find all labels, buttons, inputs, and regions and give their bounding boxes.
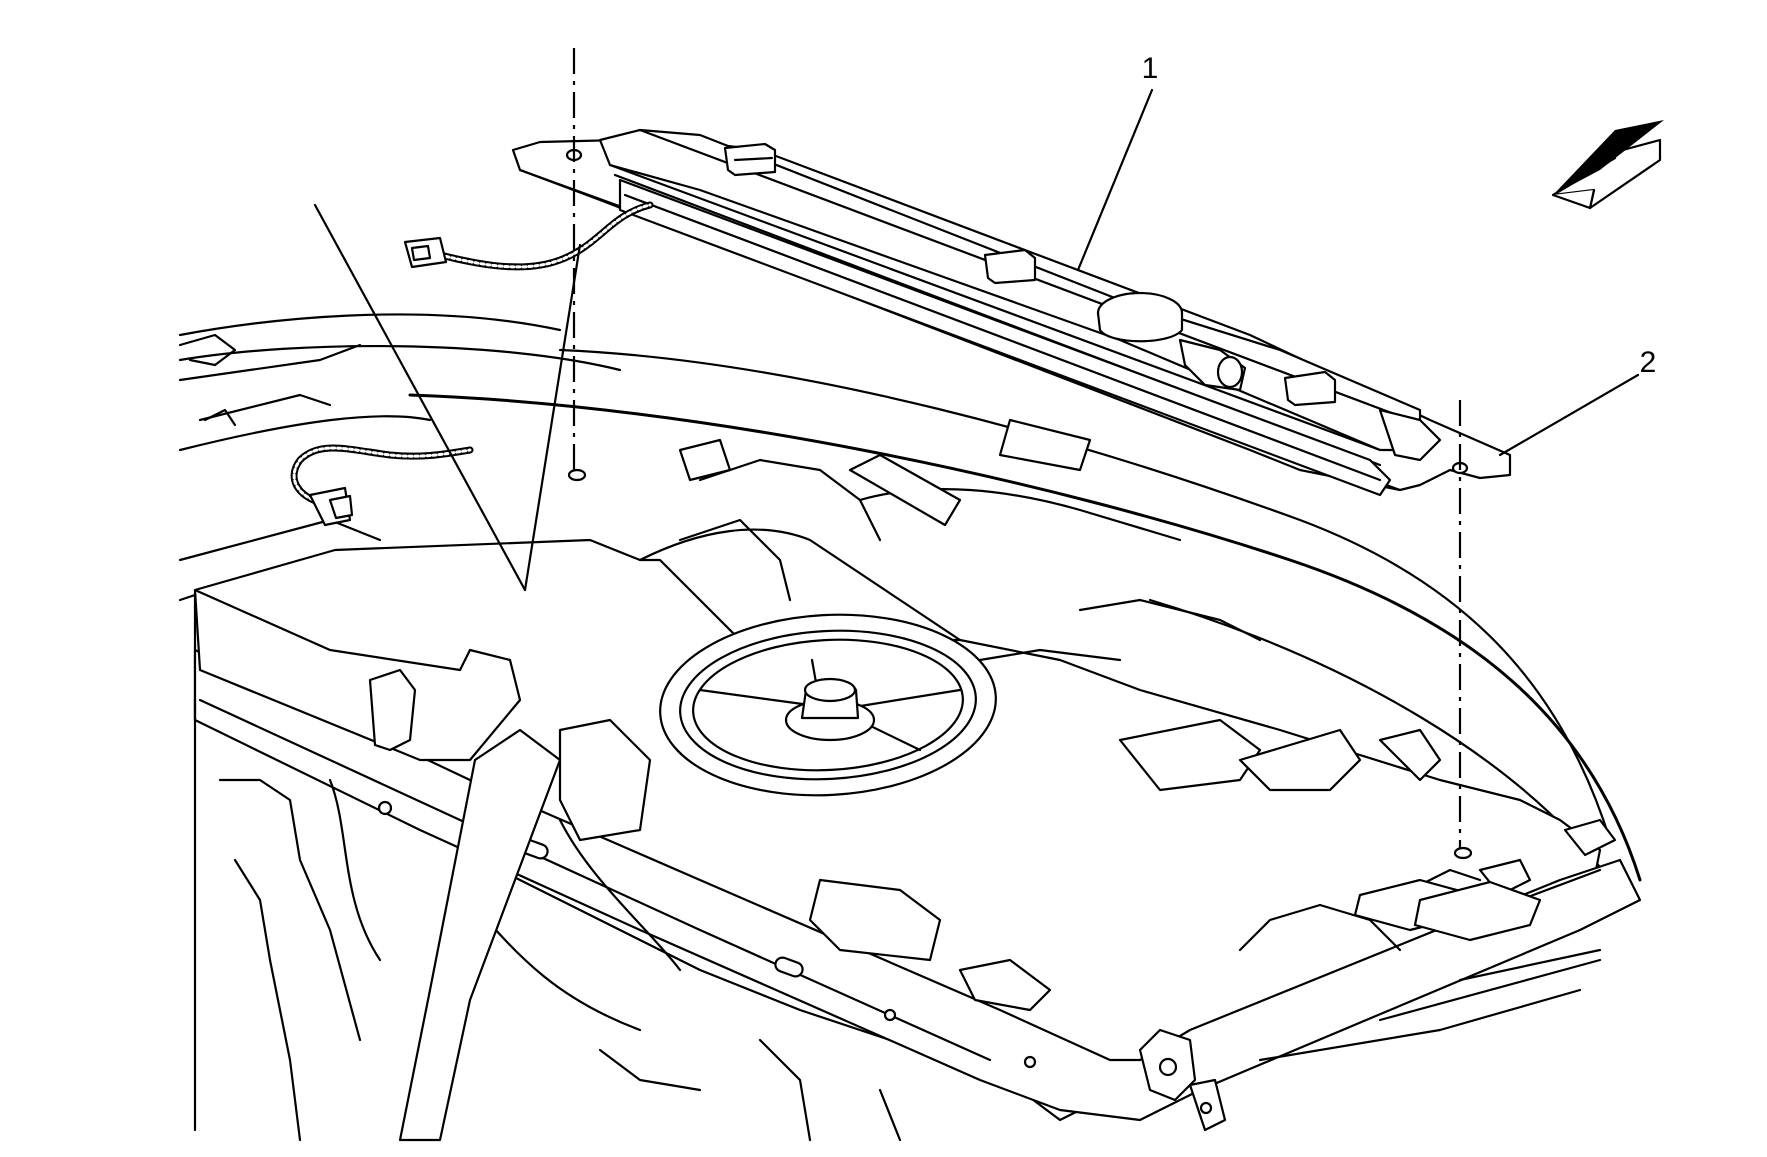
stoplamp-assembly bbox=[511, 128, 1512, 497]
direction-arrow-icon bbox=[1551, 120, 1664, 210]
lamp-harness-connector bbox=[403, 201, 654, 271]
rear-shelf-structure bbox=[178, 313, 1642, 1142]
speaker bbox=[659, 613, 997, 797]
detail-view-lines bbox=[313, 203, 582, 592]
callout-label-1: 1 bbox=[1142, 52, 1159, 85]
lower-harness-connector bbox=[290, 444, 474, 527]
callout-2: 2 bbox=[1498, 346, 1657, 457]
alignment-lines bbox=[567, 48, 1473, 860]
callout-1: 1 bbox=[1076, 52, 1159, 272]
callout-label-2: 2 bbox=[1640, 346, 1657, 379]
